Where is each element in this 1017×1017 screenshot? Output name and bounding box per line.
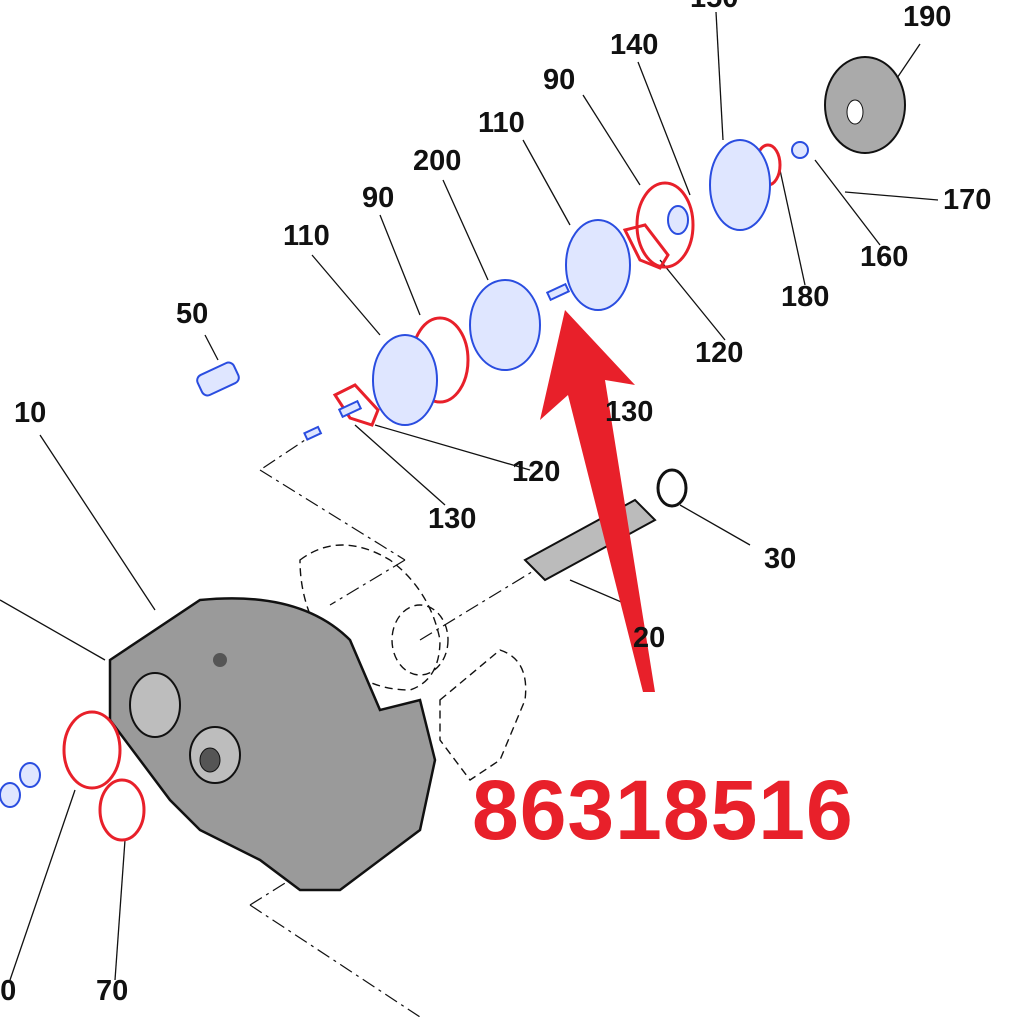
callout-140: 140 [610, 29, 659, 61]
part-number: 86318516 [472, 763, 854, 857]
callout-170: 170 [943, 184, 992, 216]
center-lines [249, 429, 536, 1017]
callout-90: 90 [543, 64, 576, 96]
callout-130: 130 [605, 396, 654, 428]
callout-90: 90 [362, 182, 395, 214]
callout-20: 20 [633, 622, 666, 654]
callout-120: 120 [512, 456, 561, 488]
callout-70: 70 [96, 975, 129, 1007]
callout-160: 160 [860, 241, 909, 273]
pump-housing [108, 597, 437, 892]
callout-130: 130 [428, 503, 477, 535]
pulley-190 [824, 56, 906, 154]
callout-110: 110 [283, 220, 330, 252]
callout-10: 10 [14, 397, 47, 429]
callout-30: 30 [764, 543, 797, 575]
callout-190: 190 [903, 1, 952, 33]
callout-60: 60 [0, 975, 17, 1007]
blue-parts [0, 139, 809, 808]
callout-110: 110 [478, 107, 525, 139]
callout-120: 120 [695, 337, 744, 369]
leader-lines [0, 11, 939, 981]
callout-200: 200 [413, 145, 462, 177]
callout-180: 180 [781, 281, 830, 313]
callout-50: 50 [176, 298, 209, 330]
callout-150: 150 [690, 0, 738, 13]
red-arrow [540, 310, 655, 692]
